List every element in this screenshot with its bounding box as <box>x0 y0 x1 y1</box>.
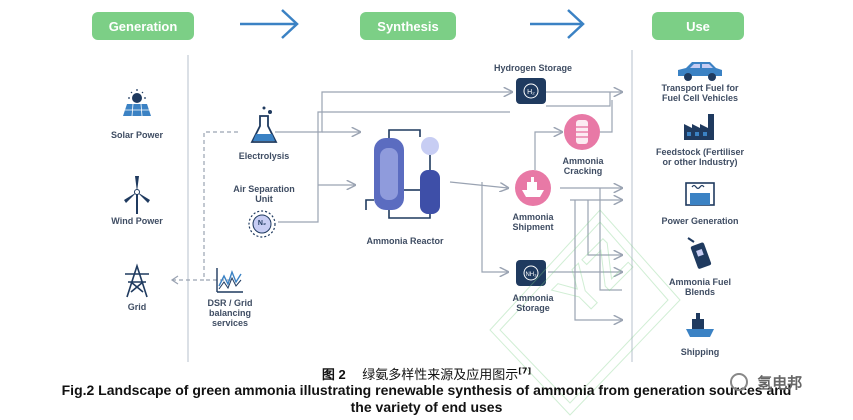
label-solar-power: Solar Power <box>110 130 164 140</box>
grid-tower-icon <box>125 263 149 298</box>
fuel-pump-icon <box>687 237 712 269</box>
nh3-symbol: NH₃ <box>525 272 537 278</box>
caption-title-cn: 绿氨多样性来源及应用图示 <box>362 368 519 383</box>
label-shipping: Shipping <box>680 347 720 357</box>
cracking-icon <box>564 114 600 150</box>
caption-en-line2: the variety of end uses <box>350 399 503 415</box>
label-ammonia-cracking: Ammonia Cracking <box>562 156 604 176</box>
dsr-arrowhead <box>170 275 179 285</box>
watermark-brand-text: 氢电邦 <box>757 374 803 392</box>
h2-tank-icon: H₂ <box>516 78 546 104</box>
wechat-icon <box>730 373 748 391</box>
caption-ref: [7] <box>518 366 532 376</box>
dsr-dashed-line <box>172 131 238 281</box>
label-ammonia-fuel-blends: Ammonia Fuel Blends <box>668 277 731 297</box>
car-icon <box>678 62 722 81</box>
ship-icon <box>515 170 551 206</box>
power-plant-icon <box>685 182 715 206</box>
header-synthesis: Synthesis <box>360 12 456 40</box>
wind-turbine-icon <box>124 176 150 214</box>
flow-lines <box>275 92 622 320</box>
label-power-generation: Power Generation <box>661 216 739 226</box>
h2-symbol: H₂ <box>527 89 535 96</box>
label-electrolysis: Electrolysis <box>238 151 290 161</box>
label-n2: N₂ <box>257 220 267 227</box>
label-feedstock: Feedstock (Fertiliser or other Industry) <box>655 147 745 167</box>
label-dsr: DSR / Grid balancing services <box>207 298 253 328</box>
dsr-chart-icon <box>216 268 243 293</box>
caption-english: Fig.2 Landscape of green ammonia illustr… <box>0 382 853 416</box>
label-air-separation: Air Separation Unit <box>233 184 295 204</box>
factory-icon <box>684 114 714 140</box>
header-use: Use <box>652 12 744 40</box>
header-generation: Generation <box>92 12 194 40</box>
caption-en-line1: Fig.2 Landscape of green ammonia illustr… <box>61 382 792 398</box>
caption-figure-number: 图 2 <box>321 367 346 382</box>
label-hydrogen-storage: Hydrogen Storage <box>493 63 572 73</box>
label-ammonia-storage: Ammonia Storage <box>512 293 554 313</box>
reactor-icon <box>365 129 440 219</box>
header-arrow-2 <box>530 9 585 39</box>
solar-panel-icon <box>123 89 151 117</box>
label-wind-power: Wind Power <box>111 216 163 226</box>
flask-icon <box>250 106 278 143</box>
label-ammonia-reactor: Ammonia Reactor <box>366 236 444 246</box>
caption-chinese: 图 2 绿氨多样性来源及应用图示[7] <box>0 364 853 383</box>
label-ammonia-shipment: Ammonia Shipment <box>512 212 554 232</box>
n2-gear-icon <box>248 210 276 238</box>
label-transport-fuel: Transport Fuel for Fuel Cell Vehicles <box>661 83 739 103</box>
header-arrow-1 <box>240 9 299 39</box>
label-grid: Grid <box>127 302 147 312</box>
nh3-tank-icon: NH₃ <box>516 260 546 286</box>
cargo-ship-icon <box>686 313 714 337</box>
watermark-brand: 氢电邦 <box>730 372 802 393</box>
watermark-stamp-text: YZ <box>542 228 644 330</box>
